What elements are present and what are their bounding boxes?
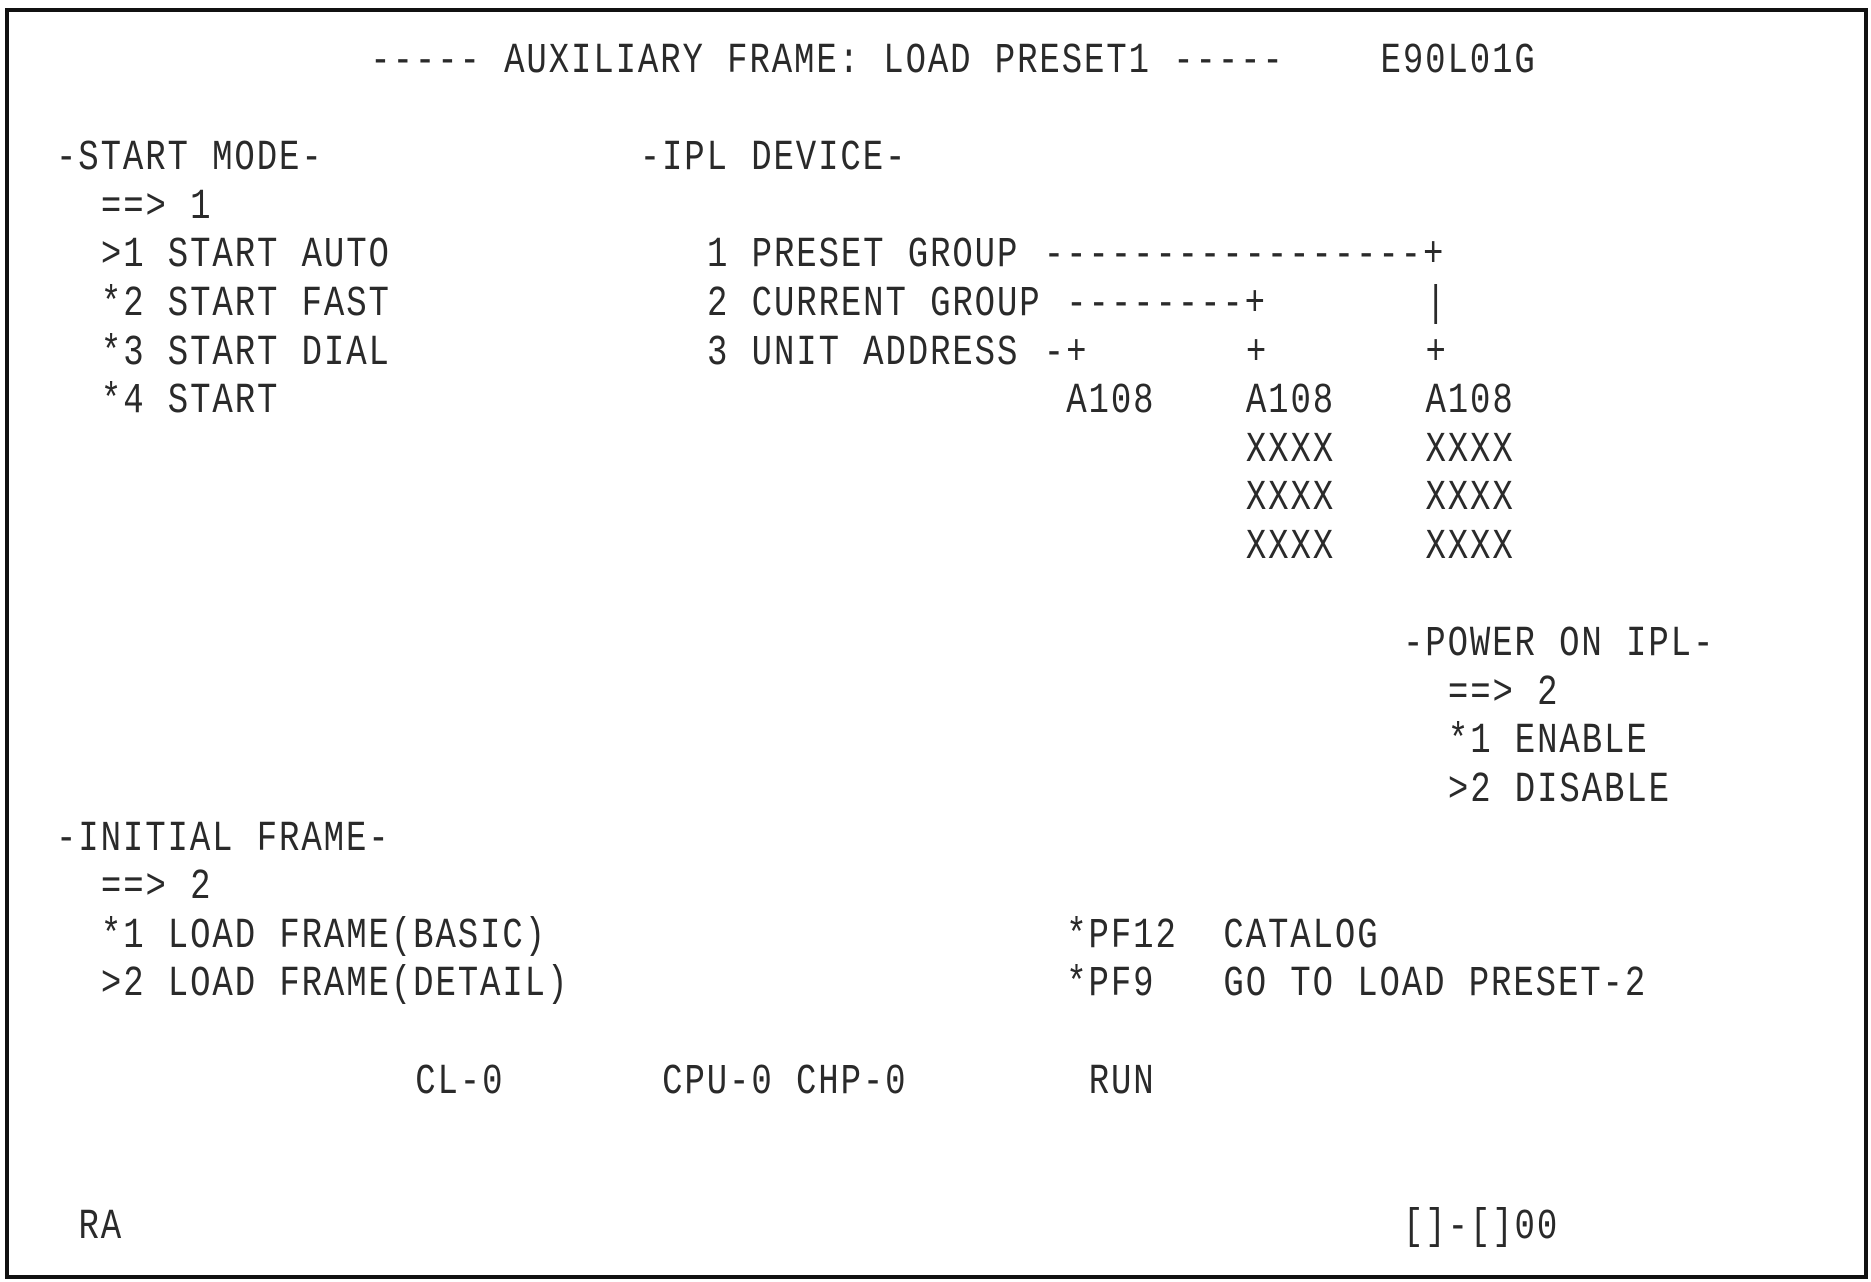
- preset-group-address[interactable]: A108: [1425, 378, 1515, 426]
- run-status: RUN: [1088, 1058, 1156, 1107]
- ipl-device-heading: -IPL DEVICE-: [639, 135, 908, 183]
- ipl-device-option: 3 UNIT ADDRESS: [707, 329, 1020, 378]
- ipl-connector-junction: +: [1245, 329, 1269, 378]
- start-mode-option: *3 START DIAL: [100, 329, 391, 378]
- pf9-label: GO TO LOAD PRESET-2: [1223, 961, 1648, 1010]
- pf12-key[interactable]: *PF12: [1066, 913, 1178, 961]
- current-group-address[interactable]: XXXX: [1245, 475, 1336, 524]
- initial-frame-heading: -INITIAL FRAME-: [56, 815, 391, 864]
- current-group-address[interactable]: XXXX: [1245, 524, 1336, 572]
- preset-group-address[interactable]: XXXX: [1425, 524, 1515, 572]
- initial-frame-option: *1 LOAD FRAME(BASIC): [100, 913, 547, 961]
- start-mode-input[interactable]: ==> 1: [100, 184, 213, 232]
- pf9-key[interactable]: *PF9: [1066, 961, 1156, 1010]
- frame-title: ----- AUXILIARY FRAME: LOAD PRESET1 ----…: [370, 38, 1285, 86]
- current-group-address[interactable]: XXXX: [1245, 427, 1336, 475]
- power-on-ipl-option: >2 DISABLE: [1447, 767, 1671, 815]
- footer-right-indicator: []-[]00: [1403, 1204, 1560, 1253]
- power-on-ipl-option: *1 ENABLE: [1447, 718, 1649, 767]
- footer-left-indicator: RA: [78, 1204, 124, 1253]
- ipl-connector: -+: [1043, 329, 1089, 378]
- initial-frame-input[interactable]: ==> 2: [100, 864, 213, 912]
- ipl-connector: --------+: [1066, 281, 1267, 329]
- preset-group-address[interactable]: XXXX: [1425, 475, 1515, 524]
- start-mode-option: *4 START: [100, 378, 280, 426]
- ipl-connector: -----------------+: [1043, 232, 1446, 281]
- start-mode-heading: -START MODE-: [56, 135, 324, 183]
- start-mode-option: *2 START FAST: [100, 281, 391, 329]
- start-mode-option: >1 START AUTO: [100, 232, 391, 281]
- power-on-ipl-input[interactable]: ==> 2: [1447, 670, 1560, 718]
- unit-address-field[interactable]: A108: [1066, 378, 1156, 426]
- power-on-ipl-heading: -POWER ON IPL-: [1403, 621, 1716, 669]
- ipl-connector-pipe: |: [1425, 281, 1448, 329]
- pf12-label: CATALOG: [1223, 913, 1380, 961]
- frame-id: E90L01G: [1380, 38, 1537, 86]
- cpu-chp-status: CPU-0 CHP-0: [662, 1058, 908, 1107]
- cluster-status: CL-0: [415, 1058, 505, 1107]
- preset-group-address[interactable]: XXXX: [1425, 427, 1515, 475]
- ipl-connector-junction: +: [1425, 329, 1448, 378]
- current-group-address[interactable]: A108: [1245, 378, 1336, 426]
- ipl-device-option: 1 PRESET GROUP: [707, 232, 1020, 281]
- terminal-frame: [5, 8, 1868, 1279]
- ipl-device-option: 2 CURRENT GROUP: [707, 281, 1042, 329]
- initial-frame-option: >2 LOAD FRAME(DETAIL): [100, 961, 570, 1010]
